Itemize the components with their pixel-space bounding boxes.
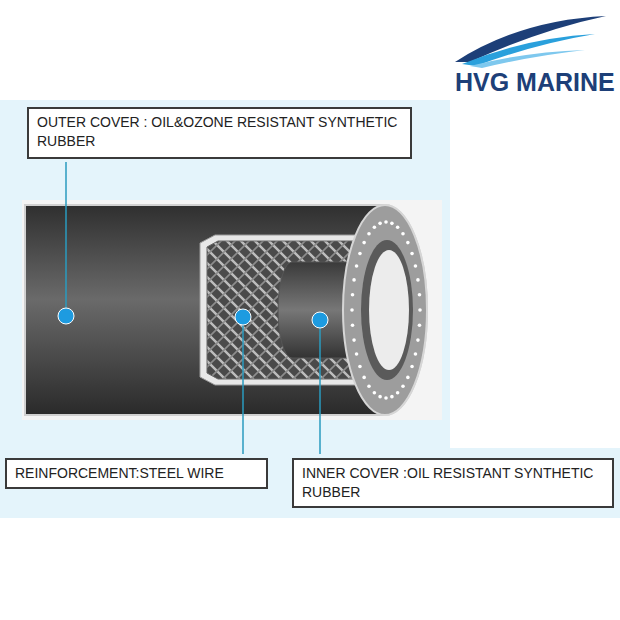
end-face	[343, 205, 427, 415]
callout-text: INNER COVER :OIL RESISTANT SYNTHETIC RUB…	[302, 464, 604, 502]
callout-text: OUTER COVER : OIL&OZONE RESISTANT SYNTHE…	[37, 113, 402, 151]
wire-ends	[350, 220, 422, 400]
background-strip	[0, 448, 620, 518]
callout-box: INNER COVER :OIL RESISTANT SYNTHETIC RUB…	[292, 458, 614, 508]
logo-text: HVG MARINE	[455, 68, 615, 97]
outer-cover	[25, 205, 427, 415]
callout-dots	[58, 308, 328, 328]
hose-frame	[22, 200, 442, 420]
bore	[369, 250, 409, 370]
logo-mark	[455, 16, 606, 68]
callout-box: REINFORCEMENT:STEEL WIRE	[5, 458, 268, 489]
leader-lines	[66, 162, 320, 454]
callout-box: OUTER COVER : OIL&OZONE RESISTANT SYNTHE…	[27, 107, 412, 159]
tube-ring	[361, 240, 413, 380]
callout-text: REINFORCEMENT:STEEL WIRE	[15, 464, 258, 483]
background-panel	[0, 100, 450, 460]
